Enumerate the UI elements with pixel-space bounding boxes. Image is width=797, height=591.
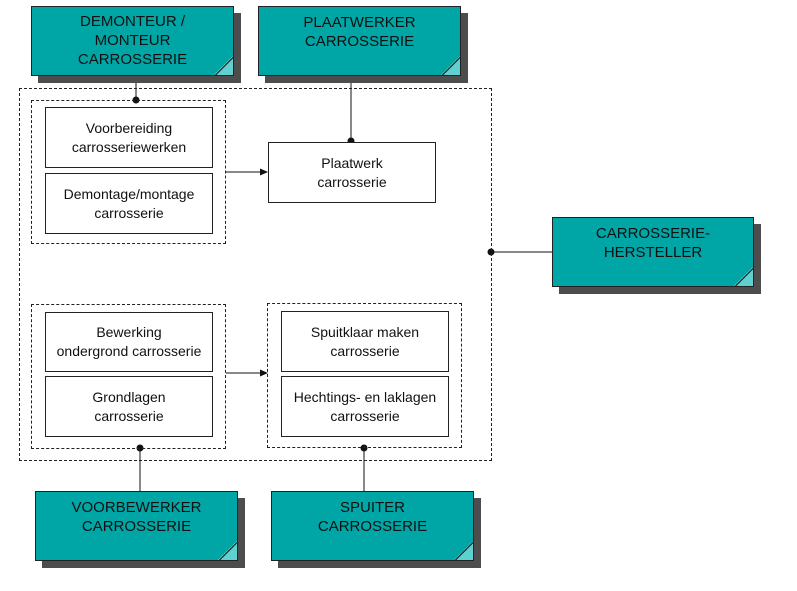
folded-corner-edge bbox=[734, 267, 754, 287]
role-hersteller: CARROSSERIE- HERSTELLER bbox=[552, 217, 754, 287]
group-spuitklaar-hechtings bbox=[267, 303, 462, 448]
role-voorbewerker-line2: CARROSSERIE bbox=[81, 518, 192, 535]
role-spuiter-line1: SPUITER bbox=[339, 499, 405, 516]
role-plaatwerker-line2: CARROSSERIE bbox=[304, 33, 415, 50]
task-hechtings-line2: carrosserie bbox=[330, 407, 400, 424]
task-bewerking: Bewerking ondergrond carrosserie bbox=[45, 312, 213, 372]
role-hersteller-line2: HERSTELLER bbox=[603, 244, 703, 261]
task-spuitklaar-line2: carrosserie bbox=[330, 342, 400, 359]
task-voorbereiding-line1: Voorbereiding bbox=[85, 119, 173, 136]
task-bewerking-line1: Bewerking bbox=[96, 324, 162, 340]
role-spuiter-line2: CARROSSERIE bbox=[317, 518, 428, 535]
task-spuitklaar: Spuitklaar maken carrosserie bbox=[281, 311, 449, 372]
role-hersteller-line1: CARROSSERIE- bbox=[595, 225, 711, 242]
task-plaatwerk-line1: Plaatwerk bbox=[321, 154, 383, 171]
task-demontage-line2: carrosserie bbox=[94, 204, 164, 221]
role-voorbewerker-line1: VOORBEWERKER bbox=[71, 499, 202, 516]
task-plaatwerk-line2: carrosserie bbox=[317, 173, 387, 190]
role-voorbewerker: VOORBEWERKER CARROSSERIE bbox=[35, 491, 238, 561]
role-spuiter: SPUITER CARROSSERIE bbox=[271, 491, 474, 561]
task-hechtings-line1: Hechtings- en laklagen bbox=[293, 388, 437, 405]
role-plaatwerker-line1: PLAATWERKER bbox=[303, 14, 416, 31]
role-demonteur-line3: CARROSSERIE bbox=[77, 51, 188, 68]
folded-corner-edge bbox=[454, 541, 474, 561]
folded-corner-edge bbox=[218, 541, 238, 561]
folded-corner-edge bbox=[441, 56, 461, 76]
task-voorbereiding-line2: carrosseriewerken bbox=[71, 138, 187, 155]
task-demontage: Demontage/montage carrosserie bbox=[45, 173, 213, 234]
task-demontage-line1: Demontage/montage bbox=[63, 185, 195, 202]
group-voorbereiding-demontage bbox=[31, 100, 226, 244]
role-plaatwerker: PLAATWERKER CARROSSERIE bbox=[258, 6, 461, 76]
role-demonteur-line1: DEMONTEUR / bbox=[80, 13, 185, 30]
group-bewerking-grondlagen bbox=[31, 304, 226, 449]
task-grondlagen-line1: Grondlagen bbox=[92, 388, 166, 405]
role-demonteur: DEMONTEUR / MONTEUR CARROSSERIE bbox=[31, 6, 234, 76]
task-grondlagen: Grondlagen carrosserie bbox=[45, 376, 213, 437]
task-hechtings: Hechtings- en laklagen carrosserie bbox=[281, 376, 449, 437]
folded-corner-edge bbox=[214, 56, 234, 76]
task-plaatwerk: Plaatwerk carrosserie bbox=[268, 142, 436, 203]
task-grondlagen-line2: carrosserie bbox=[94, 407, 164, 424]
task-voorbereiding: Voorbereiding carrosseriewerken bbox=[45, 107, 213, 168]
outer-process-box bbox=[19, 88, 492, 461]
task-bewerking-line2: ondergrond carrosserie bbox=[56, 343, 202, 359]
role-demonteur-line2: MONTEUR bbox=[94, 32, 171, 49]
task-spuitklaar-line1: Spuitklaar maken bbox=[310, 323, 420, 340]
